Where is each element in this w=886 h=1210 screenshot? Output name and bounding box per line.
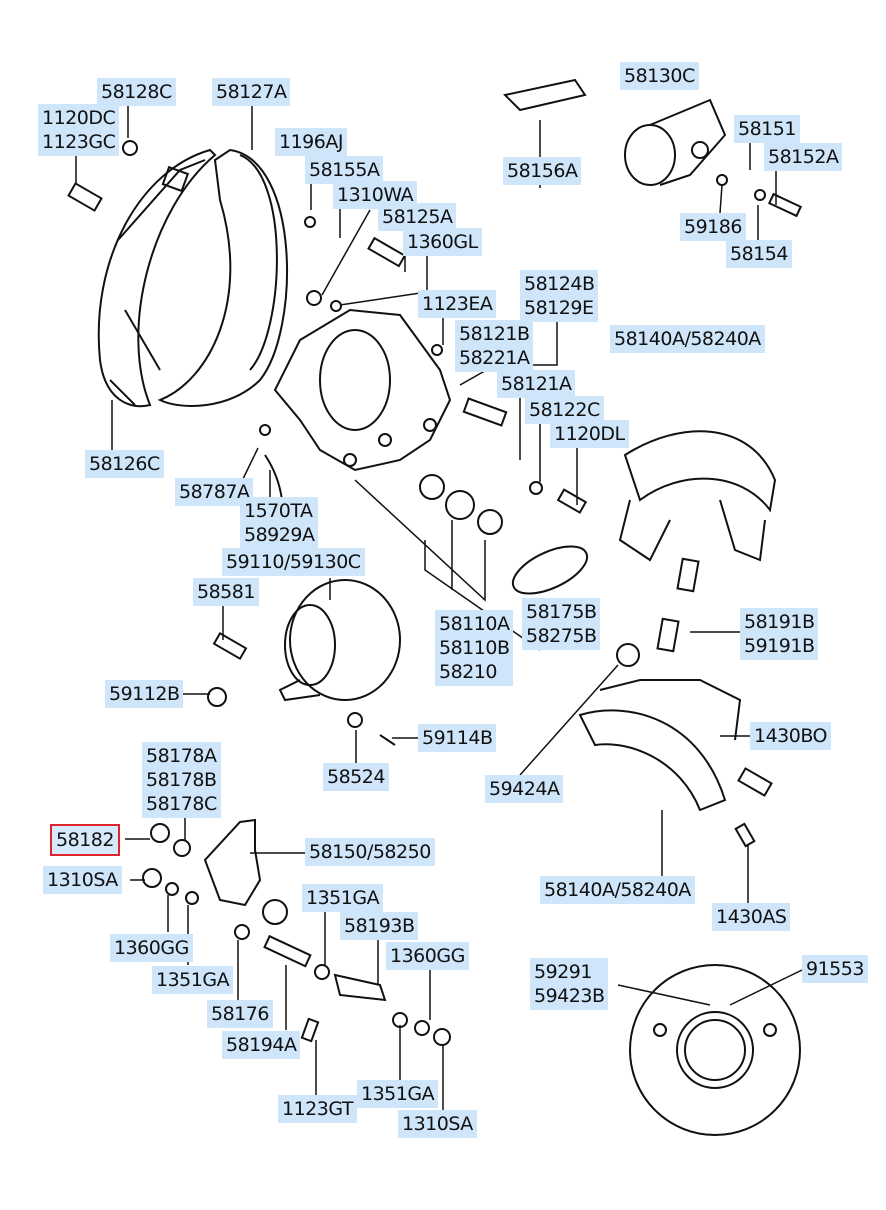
brake-shoe-top-drawing: [618, 430, 777, 562]
part-label-58193b[interactable]: 58193B: [340, 912, 419, 940]
backing-plate-drawing: [97, 148, 217, 408]
part-label-58127a[interactable]: 58127A: [212, 78, 291, 106]
part-label-1430bo[interactable]: 1430BO: [750, 722, 832, 750]
part-label-1120dl[interactable]: 1120DL: [550, 420, 629, 448]
part-label-58128c[interactable]: 58128C: [97, 78, 176, 106]
small-parts-drawing: [67, 140, 803, 1046]
part-label-58182-selected[interactable]: 58182: [50, 824, 120, 856]
dust-cover-drawing: [502, 78, 587, 112]
camshaft-drawing: [511, 545, 589, 595]
part-label-58140a-58240a-top[interactable]: 58140A/58240A: [610, 325, 765, 353]
part-label-58194a[interactable]: 58194A: [222, 1031, 301, 1059]
part-label-59112b[interactable]: 59112B: [105, 680, 184, 708]
part-label-58126c[interactable]: 58126C: [85, 450, 164, 478]
part-label-59186[interactable]: 59186: [680, 213, 746, 241]
wheel-cylinder-drawing: [624, 98, 727, 186]
part-label-59424a[interactable]: 59424A: [485, 775, 564, 803]
brake-shoe-bottom-drawing: [578, 679, 742, 812]
part-label-58581[interactable]: 58581: [193, 578, 259, 606]
part-label-1360gg-right[interactable]: 1360GG: [386, 942, 469, 970]
brake-drum-drawing: [629, 964, 801, 1136]
part-label-1351ga-left[interactable]: 1351GA: [152, 966, 234, 994]
slack-adjuster-drawing: [203, 818, 262, 907]
part-label-1310sa-bottom[interactable]: 1310SA: [398, 1110, 477, 1138]
leader-lines: [75, 105, 803, 1110]
part-label-1360gl[interactable]: 1360GL: [403, 228, 482, 256]
part-label-58151[interactable]: 58151: [734, 115, 800, 143]
part-label-58176[interactable]: 58176: [207, 1000, 273, 1028]
part-label-1360gg-left[interactable]: 1360GG: [110, 934, 193, 962]
part-label-58155a[interactable]: 58155A: [305, 156, 384, 184]
part-label-58125a[interactable]: 58125A: [378, 203, 457, 231]
part-label-59110-59130c[interactable]: 59110/59130C: [222, 548, 365, 576]
part-label-1351ga-bottom[interactable]: 1351GA: [357, 1080, 439, 1108]
part-label-1123ea[interactable]: 1123EA: [418, 290, 497, 318]
part-label-58140a-58240a-bottom[interactable]: 58140A/58240A: [540, 876, 695, 904]
part-label-59114b[interactable]: 59114B: [418, 724, 497, 752]
part-label-58130c[interactable]: 58130C: [620, 62, 699, 90]
part-label-1351ga-mid[interactable]: 1351GA: [302, 884, 384, 912]
part-label-58121a[interactable]: 58121A: [497, 370, 576, 398]
part-label-58524[interactable]: 58524: [323, 763, 389, 791]
part-label-58152a[interactable]: 58152A: [764, 143, 843, 171]
brake-chamber-drawing: [278, 579, 401, 702]
part-label-1196aj[interactable]: 1196AJ: [275, 128, 347, 156]
part-label-1123gt[interactable]: 1123GT: [278, 1095, 358, 1123]
part-label-58156a[interactable]: 58156A: [503, 157, 582, 185]
part-label-58150-58250[interactable]: 58150/58250: [305, 838, 435, 866]
part-label-1430as[interactable]: 1430AS: [712, 903, 791, 931]
part-label-1310sa-left[interactable]: 1310SA: [43, 866, 122, 894]
part-label-91553[interactable]: 91553: [802, 955, 868, 983]
anchor-plate-drawing: [273, 308, 452, 472]
part-label-58154[interactable]: 58154: [726, 240, 792, 268]
brake-shoe-drawing: [157, 148, 288, 407]
part-label-58122c[interactable]: 58122C: [525, 396, 604, 424]
